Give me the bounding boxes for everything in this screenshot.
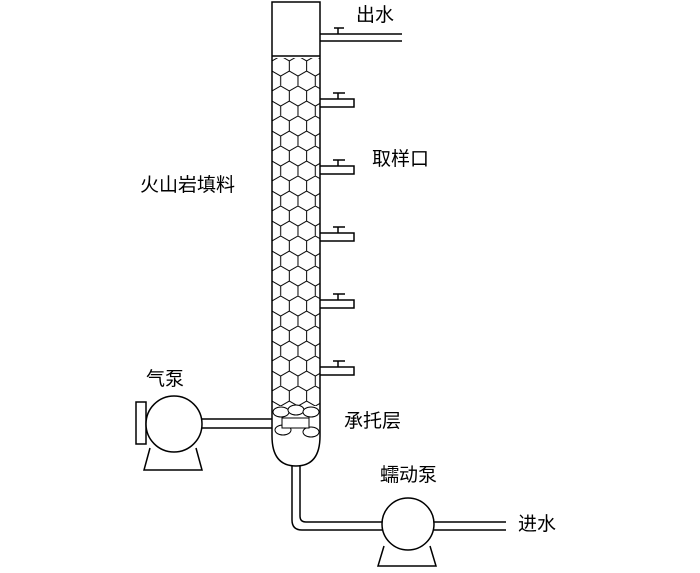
peristaltic-pump xyxy=(376,497,438,567)
volcanic-rock-filler xyxy=(272,58,320,406)
sampling-port xyxy=(320,159,355,175)
outlet-pipe xyxy=(320,27,402,42)
sampling-port xyxy=(320,226,355,242)
support-layer-label: 承托层 xyxy=(344,410,402,432)
water-in-label: 进水 xyxy=(518,513,557,535)
sampling-port xyxy=(320,360,355,376)
filler-label: 火山岩填料 xyxy=(140,174,236,196)
air-pipe xyxy=(202,418,272,429)
water-out-label: 出水 xyxy=(356,4,395,26)
peristaltic-pump-label: 蠕动泵 xyxy=(380,464,438,486)
inlet-pipe xyxy=(291,466,506,531)
sampling-ports xyxy=(320,92,355,376)
sampling-port xyxy=(320,92,355,108)
sampling-port xyxy=(320,293,355,309)
sampling-port-label: 取样口 xyxy=(372,148,430,170)
air-pump xyxy=(135,395,203,471)
support-layer xyxy=(272,404,320,438)
air-pump-label: 气泵 xyxy=(146,368,185,390)
